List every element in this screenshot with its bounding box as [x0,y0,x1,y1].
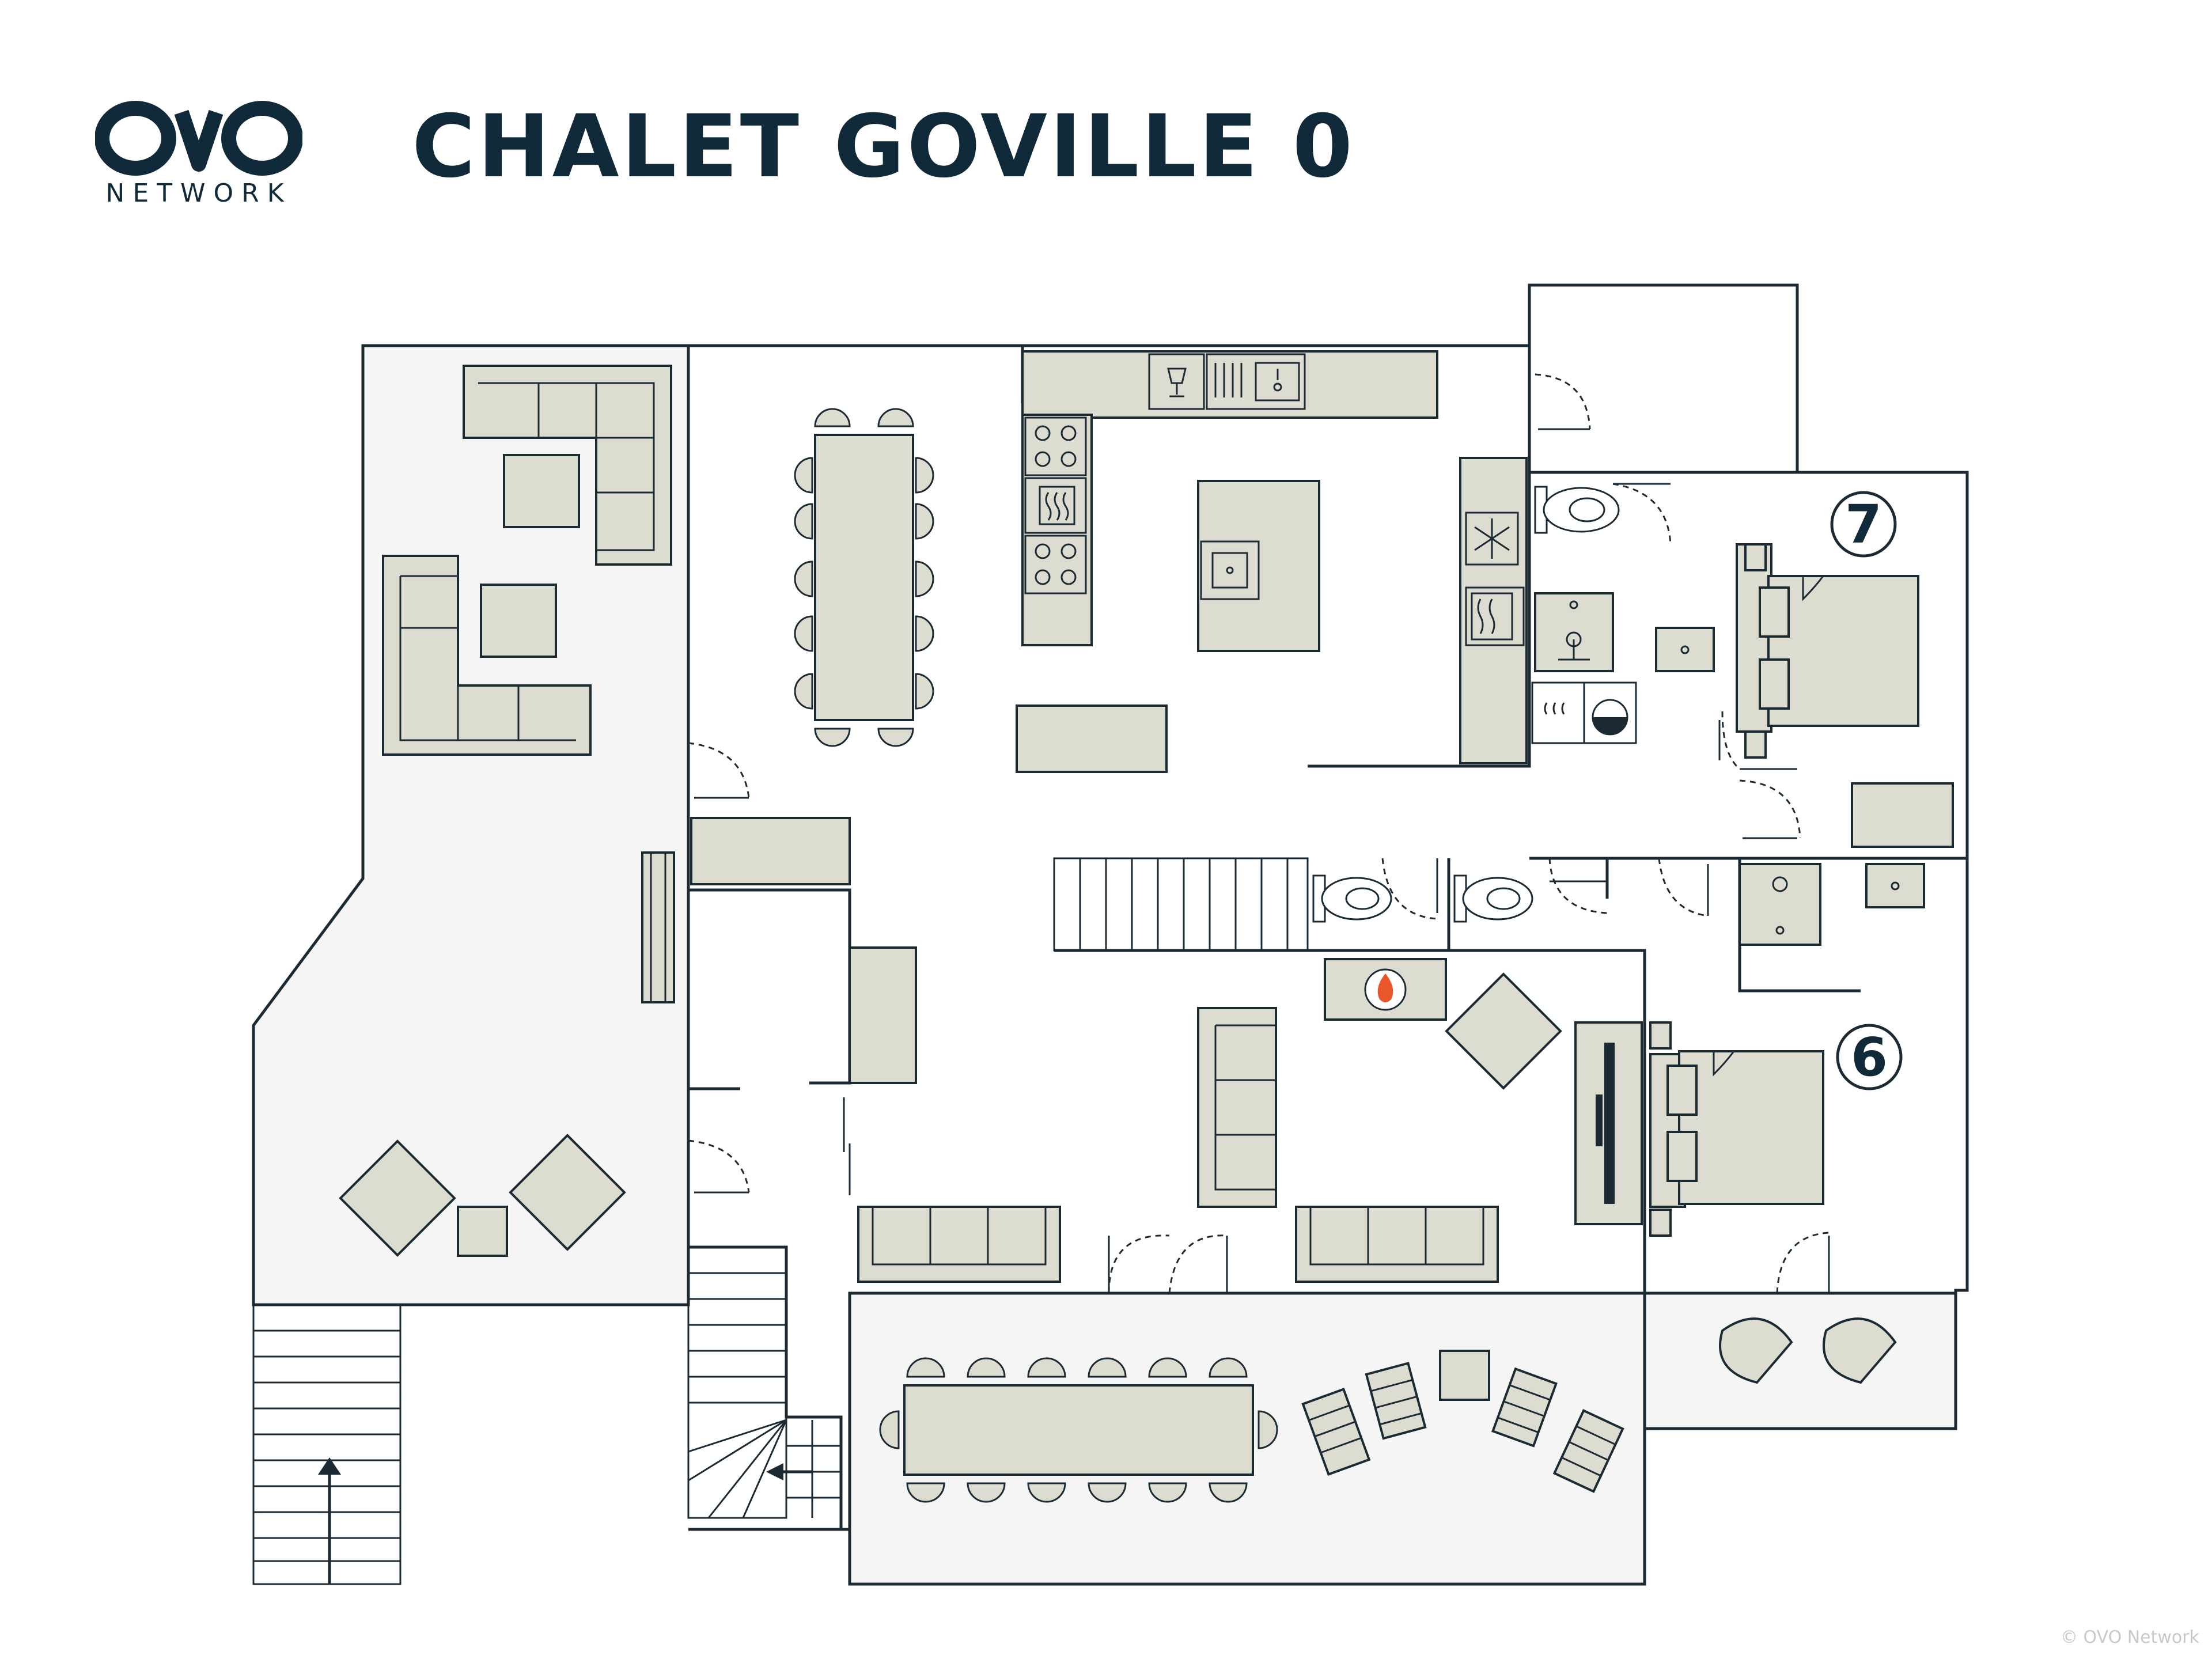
doors [688,373,1830,1294]
outdoor-dining [879,1357,1278,1503]
stairs-up-arrow-icon [318,1457,341,1475]
bedroom-7-number: 7 [1845,494,1882,555]
stove-icon [1024,535,1087,594]
kitchen [690,350,1438,1084]
bedroom-6: 6 [1649,1021,1903,1237]
toilet-icon [1534,486,1620,534]
sectional-sofa-top [463,365,672,566]
balcony-chairs [1719,1317,1897,1384]
bedroom-7: 7 [1736,491,1954,848]
outdoor-loungers [1301,1350,1624,1493]
stairs-left [252,1304,402,1585]
living-room [857,958,1643,1283]
dining-table-inside [794,408,934,747]
toilet-icon [1453,874,1533,923]
radiator-left [641,851,675,1003]
copyright-text: © OVO Network [2060,1627,2199,1647]
wine-icon [1167,368,1187,397]
brand-logo-text: NETWORK [105,179,292,208]
tv-icon [1596,1043,1615,1204]
sink-icon [1255,362,1300,402]
stove-icon [1024,416,1087,476]
toilet-icon [1312,874,1392,923]
oven-icon [1024,477,1087,534]
ovo-logo-icon [94,101,303,176]
stairs-main [1053,857,1309,952]
armchairs-left [339,1134,626,1257]
brand-logo: NETWORK [94,98,303,213]
washing-machine-icon [1531,681,1585,744]
bedroom-7-badge [1830,491,1897,558]
bedroom-6-number: 6 [1851,1027,1888,1088]
snowflake-icon [1465,512,1519,566]
stairs-down-arrow-icon [766,1463,783,1480]
dryer-icon [1583,681,1637,744]
appliance-column [1459,457,1528,764]
wc-middle [1312,874,1533,923]
microwave-icon [1465,586,1525,646]
bathroom-right [1738,863,1925,946]
right-balcony [1643,1291,1957,1430]
sink-icon [1200,540,1260,600]
bedroom-6-badge [1836,1024,1903,1090]
bathroom-7 [1531,486,1715,744]
page-title: CHALET GOVILLE 0 [412,97,1355,197]
top-annex [1528,283,1799,472]
sectional-sofa-middle [382,555,592,756]
fireplace-icon [1324,958,1447,1021]
stairs-middle [687,1246,841,1519]
